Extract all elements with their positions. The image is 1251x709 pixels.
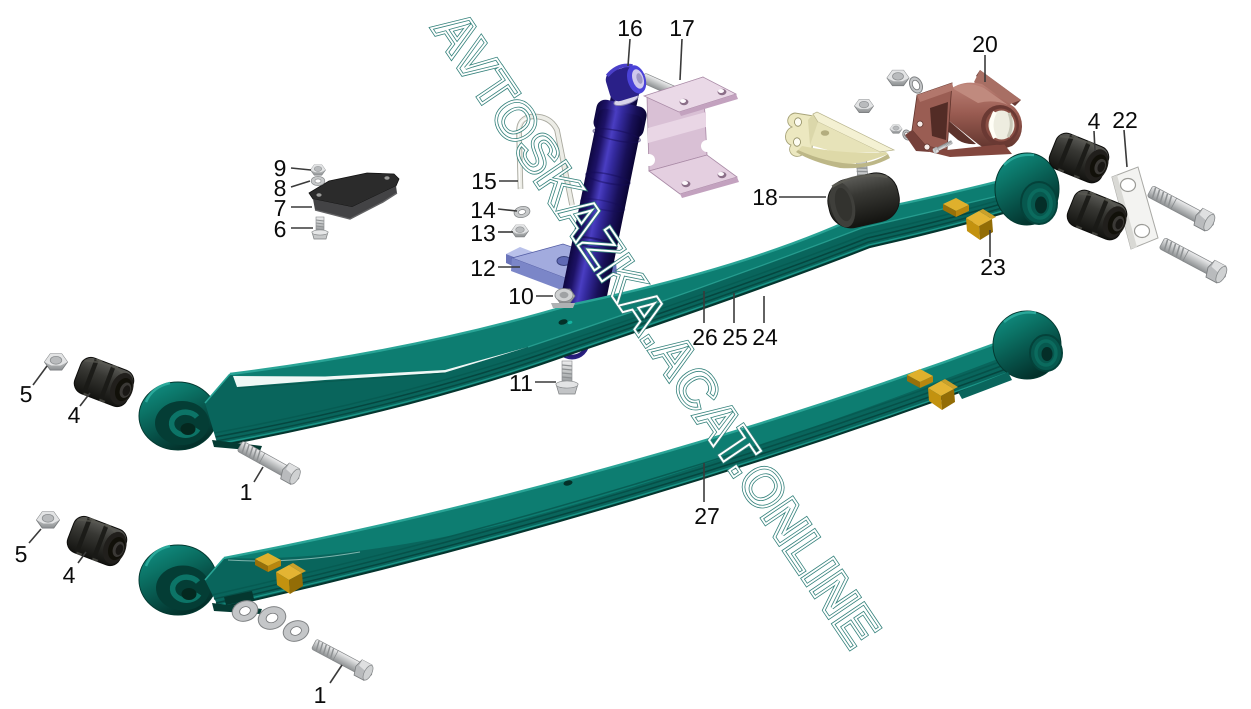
svg-text:1: 1 [240,479,253,505]
svg-text:27: 27 [694,503,720,529]
svg-text:4: 4 [1088,108,1101,134]
svg-text:16: 16 [617,15,643,41]
svg-text:26: 26 [692,324,718,350]
svg-text:7: 7 [274,195,287,221]
svg-text:12: 12 [470,255,496,281]
svg-text:17: 17 [669,15,695,41]
svg-text:22: 22 [1112,107,1138,133]
svg-text:8: 8 [274,175,287,201]
svg-text:9: 9 [274,155,287,181]
svg-text:23: 23 [980,254,1006,280]
svg-text:11: 11 [509,370,533,396]
svg-text:20: 20 [972,31,998,57]
svg-text:6: 6 [274,216,287,242]
svg-text:4: 4 [63,562,76,588]
svg-text:4: 4 [68,402,81,428]
svg-text:18: 18 [752,184,778,210]
svg-text:24: 24 [752,324,778,350]
svg-text:13: 13 [470,220,496,246]
svg-text:15: 15 [471,168,497,194]
svg-text:10: 10 [508,283,534,309]
svg-text:1: 1 [314,682,327,708]
svg-text:5: 5 [20,381,33,407]
svg-text:25: 25 [722,324,748,350]
svg-text:5: 5 [15,541,28,567]
svg-text:14: 14 [470,197,496,223]
